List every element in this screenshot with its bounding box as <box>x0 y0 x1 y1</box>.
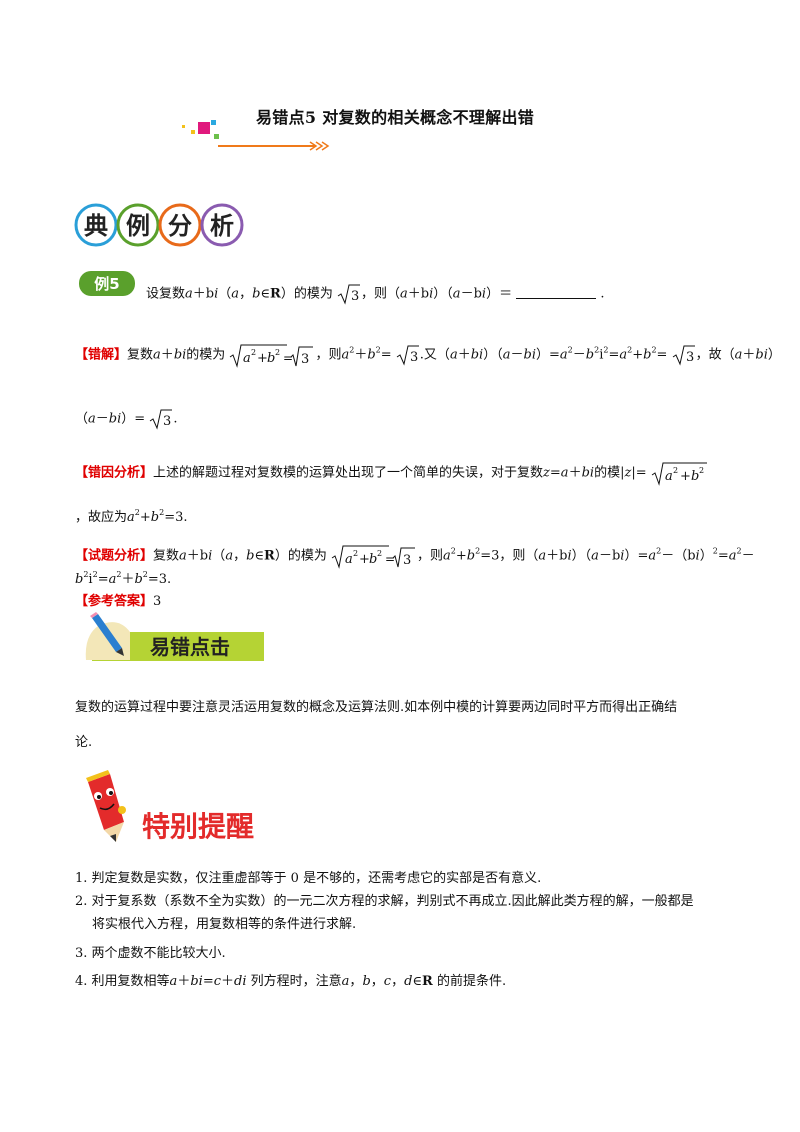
svg-text:2: 2 <box>275 348 280 357</box>
svg-text:a: a <box>243 351 251 366</box>
svg-text:易错点击: 易错点击 <box>150 635 230 659</box>
svg-text:=: = <box>283 351 293 365</box>
tips-banner: 易错点击 <box>85 612 264 661</box>
reference-answer: 【参考答案】3 <box>75 592 735 612</box>
svg-text:3: 3 <box>301 352 309 367</box>
svg-text:2: 2 <box>673 466 678 475</box>
title-decoration <box>182 120 330 151</box>
tips-text-line2: 论. <box>75 735 93 750</box>
svg-text:2: 2 <box>353 549 358 558</box>
reference-answer-label: 【参考答案】 <box>75 594 154 609</box>
answer-blank <box>516 286 597 299</box>
svg-text:3: 3 <box>410 350 418 365</box>
test-analysis-line2: b2i2=a2＋b2=3. <box>75 570 172 588</box>
sqrt-3: 3 <box>672 345 695 366</box>
reminder-item-3: 3. 两个虚数不能比较大小. <box>75 946 226 961</box>
answer-value: 3 <box>153 594 162 609</box>
tips-text: 复数的运算过程中要注意灵活运用复数的概念及运算法则.如本例中模的计算要两边同时平… <box>75 700 678 715</box>
svg-text:2: 2 <box>699 466 704 475</box>
sqrt-3: 3 <box>337 284 360 305</box>
badge-char-4: 析 <box>210 212 234 240</box>
page-title: 易错点5 对复数的相关概念不理解出错 <box>256 108 535 127</box>
svg-text:b: b <box>691 469 699 484</box>
svg-text:3: 3 <box>163 414 171 429</box>
error-analysis: 【错因分析】上述的解题过程对复数模的运算处出现了一个简单的失误，对于复数z=a＋… <box>75 460 735 486</box>
svg-text:2: 2 <box>251 348 256 357</box>
example-badge: 例5 <box>79 271 135 296</box>
svg-text:特别提醒: 特别提醒 <box>142 810 254 843</box>
svg-text:b: b <box>267 351 275 366</box>
badge-char-2: 例 <box>126 212 150 240</box>
error-analysis-line2: ，故应为a2+b2=3. <box>75 508 188 526</box>
section-badge-typical-examples: 典 例 分 析 <box>74 203 244 247</box>
wrong-solution-line2: （a－bi）= 3. <box>75 408 735 430</box>
wrong-solution-label: 【错解】 <box>75 347 128 363</box>
badge-char-1: 典 <box>84 212 108 240</box>
pencil-mascot-icon <box>86 770 126 842</box>
reminder-item-1: 1. 判定复数是实数，仅注重虚部等于 0 是不够的，还需考虑它的实部是否有意义. <box>75 871 542 886</box>
svg-text:例5: 例5 <box>94 275 119 293</box>
svg-text:=: = <box>385 552 395 566</box>
svg-text:a: a <box>345 552 353 567</box>
svg-text:2: 2 <box>377 549 382 558</box>
sqrt-3: 3 <box>396 345 419 366</box>
reminder-item-2: 2. 对于复系数（系数不全为实数）的一元二次方程的求解，判别式不再成立.因此解此… <box>75 894 694 909</box>
svg-text:3: 3 <box>686 350 694 365</box>
problem-statement: 设复数a＋bi（a，b∈R）的模为 3，则（a＋bi）（a－bi）＝ . <box>146 283 800 305</box>
sqrt-3: 3 <box>150 409 173 430</box>
svg-text:+: + <box>359 552 370 567</box>
svg-text:+: + <box>680 469 691 484</box>
svg-text:a: a <box>665 469 673 484</box>
test-analysis-label: 【试题分析】 <box>75 548 154 564</box>
pencil-icon <box>90 612 124 656</box>
svg-text:+: + <box>257 351 268 366</box>
svg-text:3: 3 <box>403 553 411 568</box>
svg-text:3: 3 <box>351 289 359 304</box>
svg-text:b: b <box>369 552 377 567</box>
reminder-item-2-cont: 将实根代入方程，用复数相等的条件进行求解. <box>92 917 357 932</box>
reminder-item-4: 4. 利用复数相等a＋bi=c＋di 列方程时，注意a，b，c，d∈R 的前提条… <box>75 974 507 989</box>
reminder-banner: 特别提醒 <box>86 770 254 843</box>
error-analysis-label: 【错因分析】 <box>75 465 154 481</box>
badge-char-3: 分 <box>168 212 192 240</box>
